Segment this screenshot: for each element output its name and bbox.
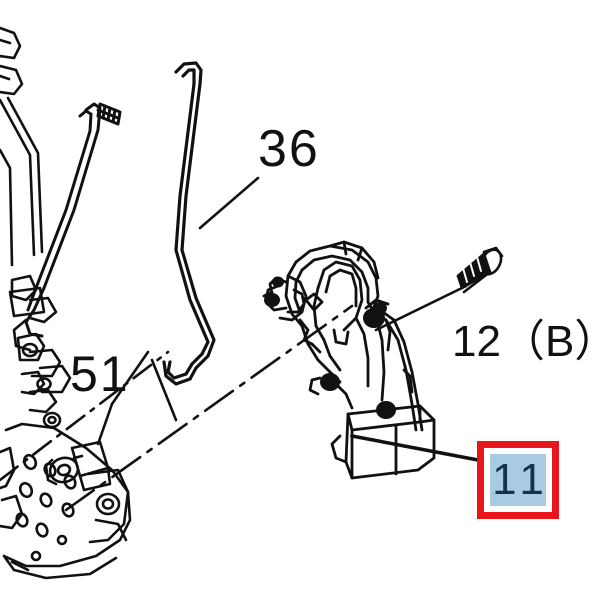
lock-actuator-assembly-part-11 — [262, 240, 436, 480]
part-label-36: 36 — [258, 120, 320, 178]
leader-line-36 — [198, 176, 260, 230]
assembly-centerline — [0, 304, 354, 512]
part-label-51: 51 — [70, 346, 130, 402]
highlight-inner-fill: 11 — [490, 454, 546, 506]
part-label-11: 11 — [492, 455, 550, 504]
centerline-main — [64, 304, 354, 512]
centerline-branch — [0, 350, 170, 482]
linkage-rod-part-36 — [162, 61, 216, 386]
roller-bushing-part-51 — [44, 440, 112, 492]
leader-line-51 — [110, 350, 150, 406]
leader-line-11 — [350, 434, 480, 462]
part-label-12b: 12（B） — [452, 317, 610, 366]
mounting-bolt-part-12b — [456, 246, 504, 294]
leader-line-12b — [374, 284, 468, 332]
secondary-rod — [24, 102, 122, 338]
highlighted-part-number-box[interactable]: 11 — [477, 441, 559, 519]
leader-lines — [96, 176, 480, 462]
